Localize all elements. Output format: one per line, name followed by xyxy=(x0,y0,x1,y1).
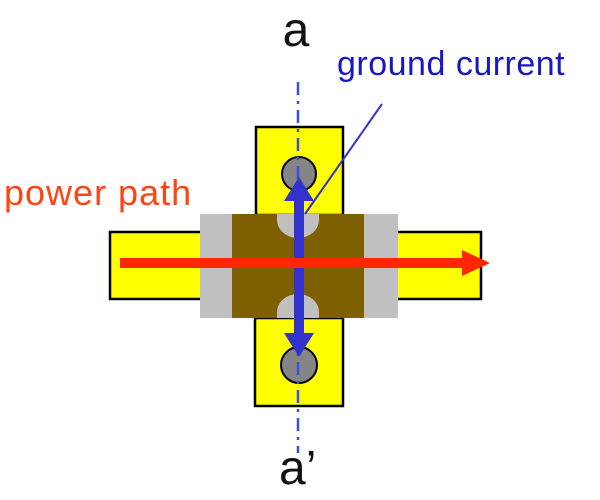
power-path-arrow xyxy=(120,250,490,276)
section-label-bottom: a’ xyxy=(279,442,316,495)
ground-current-leader-line xyxy=(304,103,383,215)
power-path-arrow-shaft xyxy=(120,258,466,268)
ground-current-label: ground current xyxy=(337,45,565,83)
ground-current-arrowhead-up xyxy=(284,177,314,201)
section-label-top: a xyxy=(283,4,310,57)
ground-current-arrowhead-down xyxy=(284,333,314,357)
power-path-label: power path xyxy=(4,172,192,213)
power-path-arrowhead xyxy=(462,250,490,276)
